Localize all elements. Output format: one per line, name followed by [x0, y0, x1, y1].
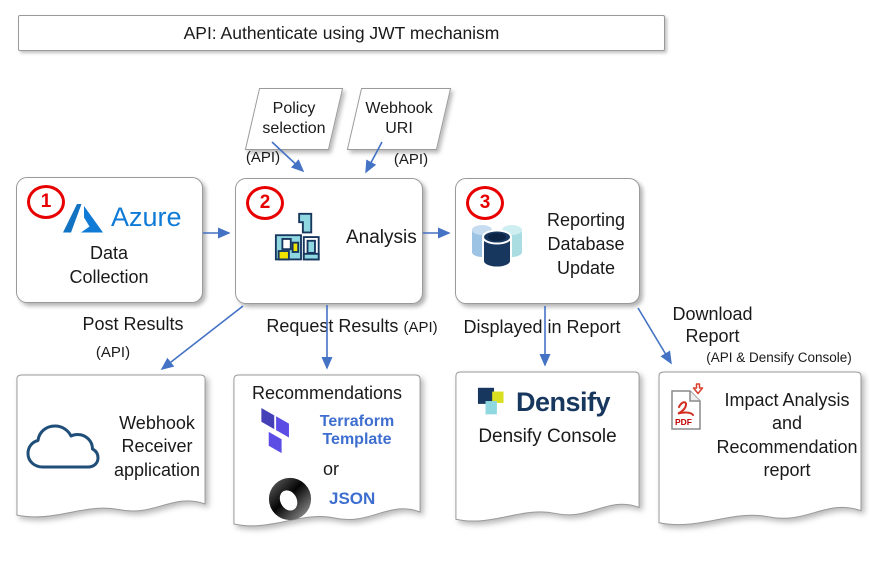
jwt-auth-banner: API: Authenticate using JWT mechanism	[18, 15, 665, 51]
input-webhook-uri-label: Webhook URI	[365, 100, 433, 137]
jwt-auth-banner-text: API: Authenticate using JWT mechanism	[183, 22, 500, 43]
recommendations-title: Recommendations	[251, 383, 403, 403]
data-collection-label: Data Collection	[69, 243, 149, 287]
step-2-badge: 2	[246, 186, 284, 220]
edge-download-report-note: (API & Densify Console)	[706, 350, 852, 365]
database-icon	[472, 224, 522, 269]
azure-icon	[63, 203, 103, 232]
edge-post-results-note: (API)	[95, 344, 131, 361]
pdf-icon: PDF	[671, 383, 704, 430]
terraform-icon	[261, 408, 289, 454]
edge-request-results-label: Request Results	[266, 316, 399, 336]
cloud-icon	[26, 424, 100, 469]
output-densify-console: Densify Densify Console	[455, 371, 640, 539]
terraform-template-label: Terraform Template	[319, 413, 395, 448]
analysis-label: Analysis	[346, 227, 417, 249]
document-shape	[658, 371, 862, 543]
node-reporting-db: 3 Reporting Database Update	[455, 178, 640, 304]
output-recommendations: Recommendations Terraform Template or	[233, 374, 421, 544]
policy-api-note: (API)	[245, 149, 281, 166]
step-3-badge: 3	[466, 186, 504, 220]
pdf-badge-text: PDF	[675, 417, 692, 427]
edge-displayed-in-report: Displayed in Report	[463, 317, 621, 337]
webhook-receiver-label: Webhook Receiver application	[113, 413, 201, 480]
densify-wordmark: Densify	[516, 386, 611, 417]
json-label: JSON	[329, 489, 376, 509]
input-webhook-uri: Webhook URI	[346, 88, 452, 150]
output-webhook-receiver: Webhook Receiver application	[16, 374, 206, 534]
node-data-collection: 1 Azure Data Collection	[16, 177, 203, 303]
densify-icon	[477, 387, 504, 415]
document-shape	[16, 374, 206, 534]
input-policy-selection: Policy selection	[244, 88, 344, 150]
densify-console-label: Densify Console	[478, 426, 617, 447]
or-label: or	[322, 459, 339, 479]
output-impact-report: PDF Impact Analysis and Recommendation r…	[658, 371, 862, 543]
edge-request-results-note: (API)	[403, 319, 438, 336]
impact-report-label: Impact Analysis and Recommendation repor…	[716, 390, 858, 481]
densify-logo: Densify	[477, 383, 611, 421]
webhook-uri-api-note: (API)	[393, 151, 429, 168]
step-1-badge: 1	[27, 185, 65, 219]
node-analysis: 2 Analysis	[235, 178, 423, 304]
json-icon	[268, 477, 312, 521]
edge-request-results: Request Results (API)	[246, 316, 458, 338]
analysis-blocks-icon	[274, 212, 320, 261]
edge-post-results: Post Results	[82, 314, 184, 334]
azure-wordmark: Azure	[111, 202, 182, 232]
azure-logo: Azure	[63, 202, 182, 233]
edge-download-report: Download Report	[672, 304, 753, 346]
input-policy-selection-label: Policy selection	[262, 100, 326, 137]
document-shape	[455, 371, 640, 539]
reporting-db-label: Reporting Database Update	[546, 210, 626, 278]
